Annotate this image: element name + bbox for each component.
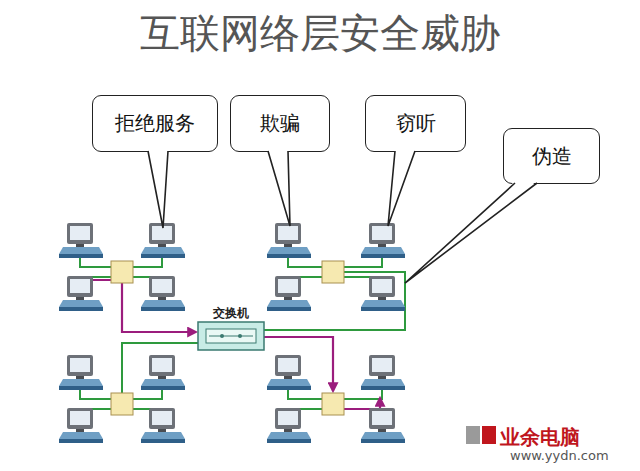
hub: [322, 393, 344, 415]
computers: [59, 223, 405, 443]
tail-edge: [388, 151, 415, 226]
computer: [267, 223, 311, 258]
node-text: 伪造: [532, 143, 572, 170]
switch-case: [198, 322, 264, 350]
computer: [361, 408, 405, 443]
computer: [267, 276, 311, 311]
computer: [267, 355, 311, 390]
hubs: [111, 261, 344, 415]
switch-node: 交换机: [198, 322, 264, 350]
network-wires: [80, 257, 405, 424]
hub: [111, 393, 133, 415]
computer: [361, 276, 405, 311]
tail: [268, 149, 290, 226]
node-text: 欺骗: [260, 110, 300, 137]
tail-edge: [268, 151, 290, 226]
node-text: 窃听: [396, 110, 436, 137]
callout-bubble: 欺骗: [230, 95, 330, 152]
watermark-url: www.yydn.com: [510, 448, 609, 463]
computer: [59, 408, 103, 443]
hub: [322, 261, 344, 283]
computer: [267, 408, 311, 443]
wire: [122, 343, 198, 393]
callout-bubble: 窃听: [365, 95, 466, 152]
watermark-logo: [466, 426, 496, 444]
switch-panel: [206, 329, 256, 343]
computer: [141, 408, 185, 443]
switch-dot: [220, 334, 224, 338]
logo-mark: [466, 426, 480, 444]
watermark: 业余电脑: [500, 424, 580, 451]
computer: [59, 223, 103, 258]
computer: [59, 276, 103, 311]
tail-fill: [268, 149, 290, 226]
logo-mark: [482, 426, 496, 444]
computer: [361, 223, 405, 258]
tail-edge: [405, 183, 537, 283]
tail-fill: [405, 181, 537, 283]
computer: [59, 355, 103, 390]
computer: [141, 355, 185, 390]
tail: [405, 181, 537, 283]
tail-fill: [388, 149, 415, 226]
callout-bubble: 伪造: [503, 128, 600, 184]
hub: [111, 261, 133, 283]
title: 互联网络层安全威胁: [0, 6, 640, 61]
computer: [141, 276, 185, 311]
computer: [141, 223, 185, 258]
wire: [288, 257, 382, 292]
tail-edge: [148, 151, 168, 228]
data-flow: [76, 277, 380, 412]
flow-line: [264, 337, 333, 391]
tail: [388, 149, 415, 226]
node-text: 交换机: [188, 305, 274, 322]
tail-fill: [148, 149, 168, 228]
switch-dot: [238, 334, 242, 338]
computer: [361, 355, 405, 390]
switch-body: [198, 322, 264, 350]
node-text: 拒绝服务: [115, 110, 195, 137]
callout-bubble: 拒绝服务: [92, 95, 218, 152]
switch-line: [209, 336, 253, 337]
tail: [148, 149, 168, 228]
wire: [288, 389, 382, 424]
